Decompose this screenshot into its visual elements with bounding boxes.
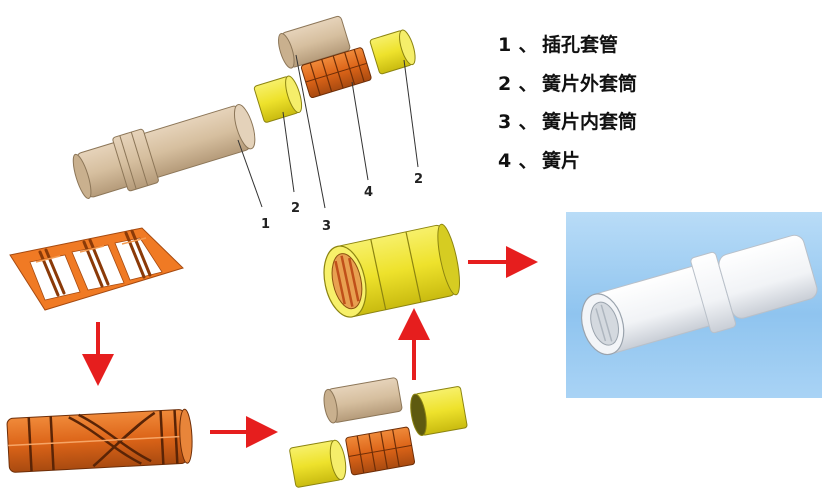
legend-separator: 、 [518, 149, 538, 172]
legend-item: 1 、插孔套管 [498, 30, 698, 69]
inner-sleeve-part [278, 15, 351, 69]
legend-number: 3 [498, 111, 512, 133]
legend-label: 簧片 [542, 149, 581, 172]
legend-item: 2 、簧片外套筒 [498, 69, 698, 108]
legend-label: 簧片外套筒 [542, 72, 638, 95]
legend-separator: 、 [518, 72, 538, 95]
legend-number: 2 [498, 72, 512, 95]
callout-1: 1 [261, 217, 270, 232]
legend-label: 插孔套管 [542, 34, 619, 56]
exploded-view: 1 2 3 4 2 [72, 15, 423, 234]
parts-legend: 1、插孔套管 2、簧片外套筒 3、簧片内套筒 4、簧片 [498, 30, 698, 184]
outer-sleeve-ring-right [369, 29, 416, 75]
inner-sleeve-small [323, 377, 403, 424]
legend-label: 簧片内套筒 [542, 111, 638, 133]
spring-small [345, 426, 416, 476]
legend-separator: 、 [518, 111, 538, 133]
finished-product-render [566, 165, 822, 398]
assembled-spring-sleeve [323, 223, 461, 318]
legend-item: 4 、簧片 [498, 146, 698, 185]
legend-separator: 、 [518, 34, 538, 56]
yellow-ring-small-right [410, 386, 468, 437]
sub-assembly-parts [289, 377, 468, 488]
legend-item: 3 、簧片内套筒 [498, 107, 698, 146]
stamped-sheet [9, 227, 184, 311]
spring-part [300, 47, 372, 99]
outer-sleeve-ring-left [253, 75, 303, 123]
callout-leaders [237, 54, 419, 209]
callout-2-right: 2 [414, 172, 423, 187]
jack-sleeve-part [72, 104, 256, 199]
rolled-spring [6, 408, 193, 473]
yellow-ring-small-left [289, 439, 347, 488]
callout-3: 3 [322, 219, 331, 234]
legend-number: 1 [498, 34, 512, 56]
process-arrows [82, 246, 538, 448]
callout-2-left: 2 [291, 201, 300, 216]
callout-4: 4 [364, 185, 373, 200]
legend-number: 4 [498, 149, 512, 172]
